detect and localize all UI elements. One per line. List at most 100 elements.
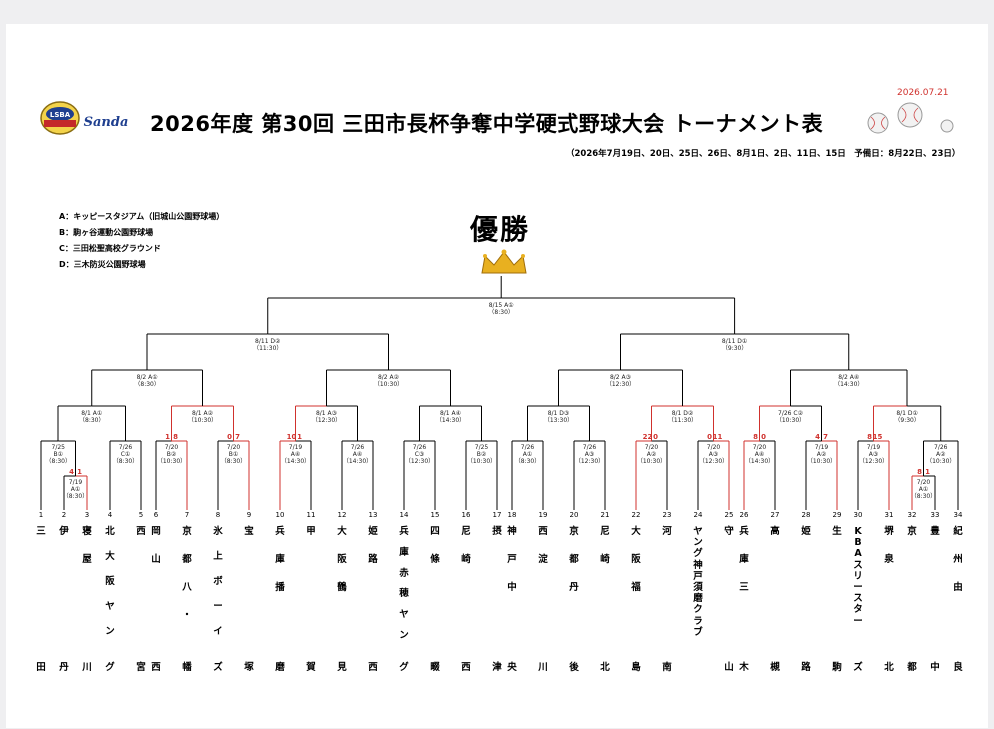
team-number: 17	[492, 511, 502, 519]
match-date: 7/26	[521, 444, 535, 451]
match-time: （9:30）	[722, 345, 747, 352]
match-venue: A④	[291, 451, 300, 458]
match-date-venue: 8/2 A④	[838, 374, 859, 381]
score-left: 0	[707, 433, 712, 441]
team-name-last: 見	[337, 662, 347, 673]
match-date: 7/26	[934, 444, 948, 451]
team-name-last: 都	[907, 662, 917, 673]
match-time: （12:30）	[405, 458, 434, 465]
team-name: ヤング神戸須磨クラブ	[693, 526, 703, 638]
team-name-last: 西	[368, 662, 378, 673]
team-name-last: ズ	[853, 662, 863, 673]
logo-script: Sanda	[84, 115, 129, 130]
match-time: （12:30）	[859, 458, 888, 465]
team-name-last: 木	[739, 662, 749, 673]
team-name-last: 田	[36, 662, 46, 673]
match-venue: B①	[54, 451, 64, 458]
match-time: （8:30）	[515, 458, 540, 465]
match-date-venue: 8/1 D①	[896, 410, 918, 417]
team-name: 高	[770, 526, 780, 537]
score-left: 4	[69, 468, 74, 476]
team-number: 22	[631, 511, 641, 519]
team-number: 3	[84, 511, 90, 519]
team-name-last: 津	[492, 662, 502, 673]
team-number: 26	[739, 511, 749, 519]
match-venue: A③	[585, 451, 594, 458]
match-time: （10:30）	[807, 458, 836, 465]
champion-label: 優勝	[470, 213, 531, 246]
team-name-last: 賀	[306, 662, 316, 673]
score-left: 8	[753, 433, 758, 441]
team-name-last: 良	[953, 662, 963, 673]
match-date: 7/26	[583, 444, 597, 451]
match-venue: B②	[167, 451, 177, 458]
team-name-last: 央	[507, 662, 517, 673]
team-name: 京	[907, 526, 917, 537]
team-name-last: 川	[538, 662, 548, 673]
team-name-last: 川	[82, 662, 92, 673]
team-name: 西淀	[538, 526, 548, 565]
match-date: 7/20	[645, 444, 659, 451]
score-left: 0	[227, 433, 232, 441]
team-name: 大阪鶴	[337, 526, 347, 593]
match-time: （14:30）	[745, 458, 774, 465]
match-venue: A④	[353, 451, 362, 458]
team-name: 神戸中	[507, 526, 517, 593]
team-name-last: 西	[151, 662, 161, 673]
team-name-last: グ	[105, 662, 115, 673]
match-date: 7/20	[917, 479, 931, 486]
schedule-period: （2026年7月19日、20日、25日、26日、8月1日、2日、11日、15日 …	[566, 149, 961, 159]
team-name: 兵庫三	[739, 526, 749, 593]
match-date: 7/25	[52, 444, 66, 451]
match-venue: A④	[755, 451, 764, 458]
match-time: （12:30）	[699, 458, 728, 465]
team-name: 守	[724, 526, 734, 537]
match-time: （14:30）	[834, 381, 863, 388]
match-time: （8:30）	[46, 458, 71, 465]
team-name-last: 槻	[770, 662, 780, 673]
score-right: 7	[823, 433, 828, 441]
score-right: 1	[297, 433, 302, 441]
match-time: （10:30）	[776, 417, 805, 424]
team-name-last: 宮	[136, 662, 146, 673]
match-time: （9:30）	[894, 417, 919, 424]
match-time: （8:30）	[911, 493, 936, 500]
team-name: 岡山	[151, 526, 161, 565]
score-right: 11	[713, 433, 723, 441]
team-number: 14	[399, 511, 409, 519]
team-number: 27	[770, 511, 780, 519]
team-name-last: 山	[724, 662, 734, 673]
team-name-last: 西	[461, 662, 471, 673]
team-number: 1	[38, 511, 44, 519]
venue-b: B：駒ヶ谷運動公園野球場	[59, 228, 154, 237]
team-name: 生	[832, 526, 842, 537]
match-time: （12:30）	[312, 417, 341, 424]
team-name: 摂	[492, 526, 502, 537]
team-number: 13	[368, 511, 378, 519]
team-name: 兵庫赤穂ヤン	[399, 526, 409, 642]
team-name-last: ズ	[213, 662, 223, 673]
match-time: （12:30）	[606, 381, 635, 388]
match-date-venue: 8/11 D①	[722, 338, 747, 345]
score-right: 0	[761, 433, 766, 441]
match-venue: B②	[477, 451, 487, 458]
match-date-venue: 8/2 A②	[378, 374, 400, 381]
match-date: 7/19	[867, 444, 881, 451]
team-name: 堺泉	[884, 526, 894, 565]
score-right: 8	[173, 433, 178, 441]
team-number: 8	[215, 511, 221, 519]
team-name-last: 幡	[182, 662, 192, 673]
match-time: （11:30）	[253, 345, 282, 352]
match-date-venue: 8/1 A①	[81, 410, 102, 417]
team-number: 33	[930, 511, 940, 519]
team-name: 北大阪ヤン	[105, 526, 115, 637]
bracket-sheet	[6, 24, 988, 728]
team-name: 河	[662, 526, 672, 537]
team-number: 21	[600, 511, 610, 519]
team-number: 24	[693, 511, 703, 519]
team-number: 18	[507, 511, 517, 519]
team-number: 6	[153, 511, 159, 519]
team-name-last: 中	[930, 662, 940, 673]
match-date: 7/20	[227, 444, 241, 451]
